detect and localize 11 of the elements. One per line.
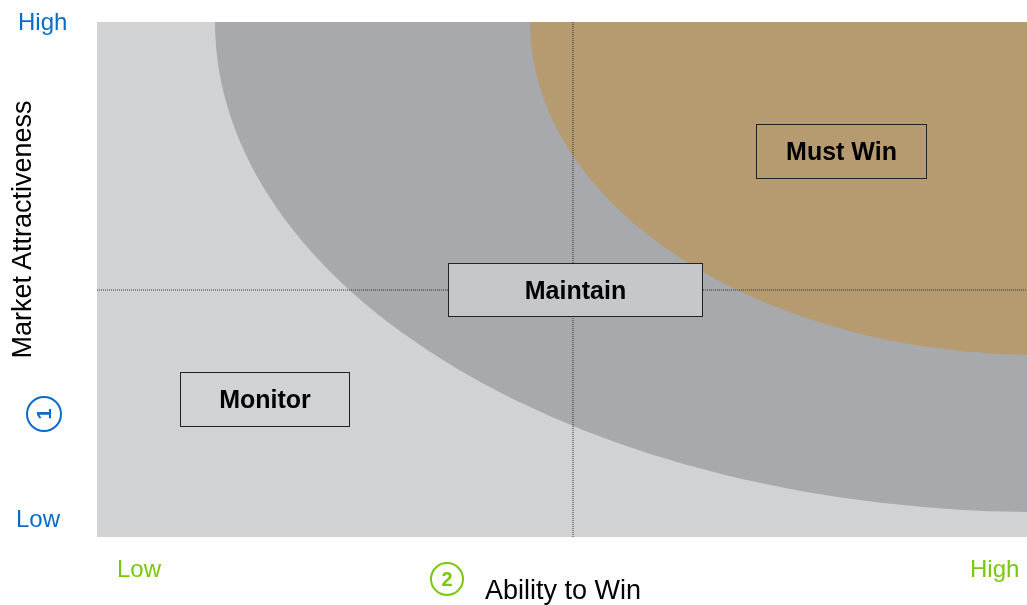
high-label: High — [970, 557, 1020, 581]
axis-title: Market Attractiveness — [8, 99, 36, 360]
quadrant-label-box: Maintain — [448, 263, 703, 317]
low-label: Low — [117, 557, 162, 581]
quadrant-label-box: Must Win — [756, 124, 927, 179]
low-label: Low — [16, 507, 61, 531]
circled-number: 1 — [26, 396, 62, 432]
high-label: High — [18, 10, 68, 34]
circled-number: 2 — [430, 562, 464, 596]
axis-title: Ability to Win — [485, 577, 642, 604]
quadrant-label-box: Monitor — [180, 372, 350, 427]
